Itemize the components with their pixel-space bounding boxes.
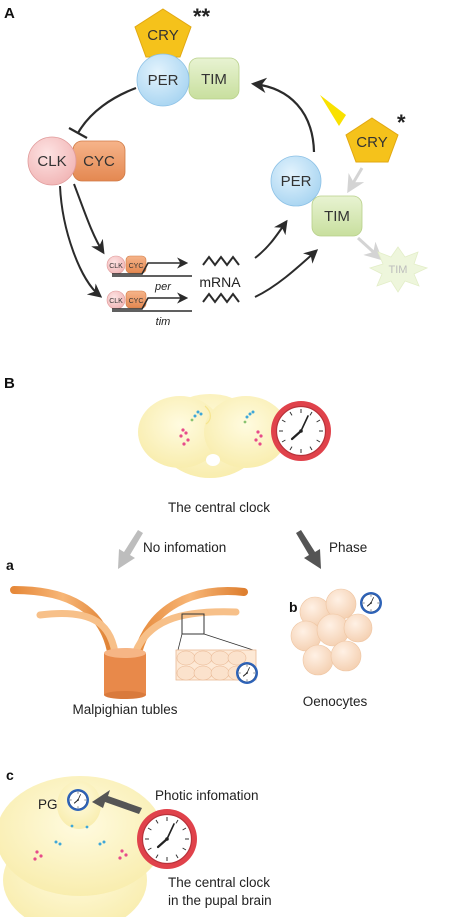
cry-top-label: CRY bbox=[147, 27, 178, 44]
sub-c-label: c bbox=[6, 767, 14, 783]
phase-label: Phase bbox=[329, 540, 367, 555]
photic-information-label: Photic infomation bbox=[155, 788, 259, 803]
adult-brain bbox=[138, 394, 288, 478]
tim-mrna-squiggle bbox=[202, 292, 240, 304]
translation-arrow-tim bbox=[254, 249, 319, 298]
zoom-box bbox=[181, 613, 205, 635]
panel-a-label: A bbox=[4, 5, 15, 22]
cry-top-mark: ** bbox=[193, 4, 211, 29]
tim-gene-cyc: CYC bbox=[129, 298, 144, 305]
tim-right-node bbox=[311, 195, 363, 237]
oenocytes-cluster bbox=[290, 588, 373, 676]
per-mrna-squiggle bbox=[202, 255, 240, 267]
per-tim-complex: TIM PER bbox=[136, 53, 240, 107]
malpighian-caption: Malpighian tubles bbox=[72, 702, 177, 717]
cry-top-node: CRY ** bbox=[134, 4, 211, 58]
activation-arrow-tim bbox=[59, 185, 103, 298]
gut-segment bbox=[104, 653, 146, 695]
per-gene: CLK CYC per bbox=[106, 255, 192, 293]
clk-node bbox=[27, 136, 77, 186]
oenocytes-caption: Oenocytes bbox=[303, 694, 368, 709]
pg-label: PG bbox=[38, 797, 58, 812]
central-clock-caption: The central clock bbox=[168, 500, 270, 515]
no-information-label: No infomation bbox=[143, 540, 226, 555]
pupal-clock-caption-line2: in the pupal brain bbox=[168, 893, 272, 908]
cry-right-mark: * bbox=[397, 110, 406, 135]
panel-b-label: B bbox=[4, 375, 15, 392]
oenocyte-clock-icon bbox=[359, 591, 383, 615]
clk-label: CLK bbox=[37, 153, 66, 170]
translation-arrow-per bbox=[254, 219, 288, 259]
per-right-node bbox=[270, 155, 322, 207]
sub-b-label: b bbox=[289, 599, 298, 615]
tim-gene: CLK CYC tim bbox=[106, 290, 192, 328]
tim-degraded-label: TIM bbox=[389, 264, 408, 276]
clk-cyc-complex: CYC CLK bbox=[27, 136, 126, 186]
central-clock-icon bbox=[269, 399, 333, 463]
per-gene-cyc: CYC bbox=[129, 263, 144, 270]
phase-arrow bbox=[296, 530, 321, 569]
degradation-arrow bbox=[356, 236, 383, 261]
cry-binding-arrow bbox=[347, 167, 365, 194]
sub-a-label: a bbox=[6, 557, 14, 573]
per-gene-name: per bbox=[154, 281, 172, 293]
pupal-central-clock-icon bbox=[135, 807, 199, 871]
nuclear-entry-arrow bbox=[250, 77, 316, 153]
tim-gene-name: tim bbox=[156, 316, 171, 328]
cry-right-node: CRY * bbox=[345, 110, 406, 163]
inhibition-arrow bbox=[77, 86, 137, 134]
per-gene-clk: CLK bbox=[109, 263, 123, 270]
malpighian-tubules bbox=[10, 586, 248, 699]
tim-top-label: TIM bbox=[201, 71, 227, 88]
mrna-label: mRNA bbox=[199, 274, 241, 290]
per-top-label: PER bbox=[148, 72, 179, 89]
no-information-arrow bbox=[118, 530, 143, 569]
tubule-clock-icon bbox=[235, 661, 259, 685]
tim-degraded-node: TIM bbox=[368, 246, 429, 293]
cry-right-label: CRY bbox=[356, 134, 387, 151]
tim-gene-clk: CLK bbox=[109, 298, 123, 305]
per-right-label: PER bbox=[281, 173, 312, 190]
tim-right-label: TIM bbox=[324, 208, 350, 225]
activation-arrow-per bbox=[73, 183, 105, 255]
pupal-clock-caption-line1: The central clock bbox=[168, 875, 270, 890]
per-top-node bbox=[136, 53, 190, 107]
photic-information-arrow bbox=[92, 790, 142, 814]
tubule-cells-inset bbox=[175, 649, 257, 681]
pg-clock-icon bbox=[66, 788, 90, 812]
light-icon bbox=[320, 95, 346, 126]
cyc-label: CYC bbox=[83, 153, 115, 170]
